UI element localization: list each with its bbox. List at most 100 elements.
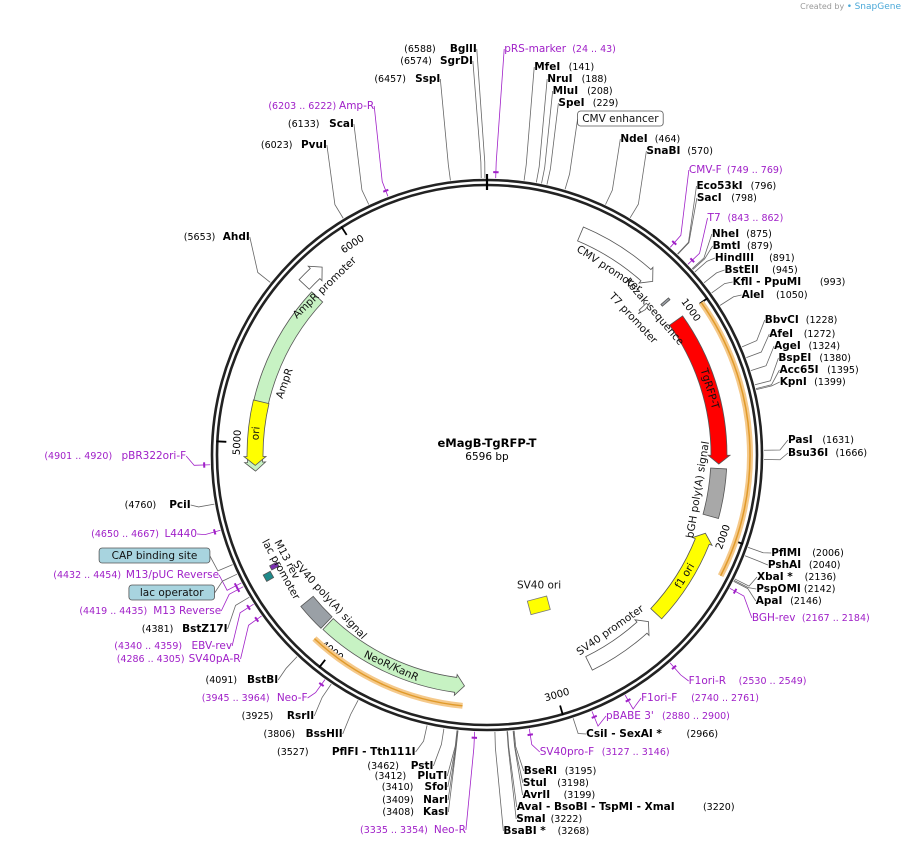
site-name: Amp-R: [339, 100, 374, 112]
leader-csii-sexai: [572, 718, 587, 735]
leader-neo-f: [307, 679, 326, 699]
leader-bspei: [754, 357, 779, 386]
site-position: (1395): [827, 365, 859, 376]
leader-bbvci: [741, 319, 766, 348]
leader-cmv-f: [669, 169, 690, 248]
primer-site-f1ori-r: [671, 664, 677, 670]
feature-arrows: [203, 171, 753, 739]
leader-mfei: [523, 66, 535, 181]
site-name: Eco53kI: [696, 180, 742, 192]
plasmid-size: 6596 bp: [465, 451, 509, 463]
primer-ebv-rev: EBV-rev(4340 .. 4359): [114, 640, 232, 652]
enzyme-nrui: NruI(188): [547, 73, 607, 85]
leader-saci: [677, 197, 698, 255]
site-position: (188): [582, 74, 608, 85]
leader-avrii: [512, 730, 523, 796]
site-position: (6133): [288, 119, 320, 130]
enzyme-ndei: NdeI(464): [620, 133, 680, 145]
primer-bgh-rev: BGH-rev(2167 .. 2184): [752, 612, 870, 624]
site-name: PluTI: [417, 770, 447, 782]
leader-alei: [719, 294, 742, 306]
site-position: (798): [731, 193, 757, 204]
leader-spei: [546, 102, 559, 185]
site-position: (3408): [382, 807, 414, 818]
site-position: (6588): [404, 44, 436, 55]
site-position: (875): [746, 229, 772, 240]
primer-site-neo-f: [318, 682, 325, 687]
leader-kasi: [447, 730, 459, 813]
leader-m13-reverse: [220, 586, 244, 612]
enzyme-agei: AgeI(1324): [774, 340, 840, 352]
feature-box-frame: [128, 584, 215, 601]
site-name: SV40pA-R: [189, 653, 241, 665]
feature-f1-ori: [650, 532, 713, 620]
site-position: (1380): [819, 353, 851, 364]
plasmid-name: eMagB-TgRFP-T: [437, 436, 536, 450]
feature-ampr-promoter: [298, 265, 323, 290]
site-name: M13/pUC Reverse: [126, 569, 219, 581]
site-position: (993): [820, 277, 846, 288]
site-name: RsrII: [287, 710, 314, 722]
site-name: PshAI: [768, 559, 801, 571]
enzyme-snabi: SnaBI(570): [646, 145, 713, 157]
leader-cap-binding-site: [209, 555, 233, 572]
site-name: HindIII: [715, 252, 754, 264]
enzyme-csii-sexai: CsiI - SexAI *(2966): [586, 728, 718, 740]
site-position: (1050): [776, 290, 808, 301]
enzyme-smai: SmaI(3222): [516, 813, 582, 825]
leader-pasi: [763, 439, 789, 451]
site-name: ApaI: [756, 595, 783, 607]
orf-arc-line-0: [700, 302, 751, 577]
site-name: StuI: [523, 777, 547, 789]
site-position: (3462): [367, 761, 399, 772]
site-position: (2006): [812, 548, 844, 559]
leader-scai: [353, 123, 370, 205]
leader-psti: [433, 728, 445, 767]
site-position: (3195): [565, 766, 597, 777]
leader-pspomi: [733, 579, 757, 590]
site-name: PspOMI: [756, 583, 801, 595]
primer-sv40pa-r: SV40pA-R(4286 .. 4305): [117, 653, 241, 665]
leader-neo-r: [465, 731, 476, 831]
enzyme-pflmi: PflMI(2006): [771, 547, 844, 559]
leader-rsrii: [313, 683, 332, 717]
site-position: (208): [587, 86, 613, 97]
enzyme-scai: ScaI(6133): [288, 118, 354, 130]
feature-sv40-poly-a-signal: [300, 595, 333, 629]
enzyme-mfei: MfeI(141): [534, 61, 594, 73]
site-position: (2740 .. 2761): [691, 693, 759, 704]
enzyme-eco53ki: Eco53kI(796): [696, 180, 776, 192]
site-name: EBV-rev: [191, 640, 232, 652]
primer-site-ebv-rev: [246, 604, 251, 611]
enzyme-bsu36i: Bsu36I(1666): [788, 447, 867, 459]
enzyme-kasi: KasI(3408): [382, 806, 448, 818]
site-name: XbaI *: [757, 571, 793, 583]
site-name: F1ori-F: [641, 692, 677, 704]
enzyme-avai-bsobi-tspmi-xmai: AvaI - BsoBI - TspMI - XmaI(3220): [517, 801, 735, 813]
primer-site-bgh-rev: [732, 588, 738, 595]
site-position: (4650 .. 4667): [91, 529, 159, 540]
enzyme-kpni: KpnI(1399): [780, 376, 846, 388]
site-name: PflFI - Tth111I: [332, 746, 416, 758]
site-position: (141): [569, 62, 595, 73]
credit-brand: SnapGene: [854, 2, 901, 12]
leader-snabi: [629, 150, 647, 219]
site-position: (3409): [382, 795, 414, 806]
site-name: SgrDI: [440, 55, 473, 67]
leader-bglii: [476, 48, 486, 179]
site-position: (2142): [804, 584, 836, 595]
credit-prefix: Created by: [800, 2, 845, 11]
site-name: Acc65I: [779, 364, 818, 376]
feature-kozak-sequence: [660, 297, 671, 307]
site-position: (2136): [805, 572, 837, 583]
feature-box-cmv-enhancer: CMV enhancer: [577, 110, 664, 127]
site-position: (3222): [551, 814, 583, 825]
enzyme-pluti: PluTI(3412): [375, 770, 448, 782]
site-name: CsiI - SexAI *: [586, 728, 662, 740]
plasmid-center-title: eMagB-TgRFP-T 6596 bp: [437, 436, 536, 463]
enzyme-bmti: BmtI(879): [713, 240, 773, 252]
site-name: Bsu36I: [788, 447, 828, 459]
snapgene-logo-icon: •: [846, 2, 853, 12]
site-name: CMV-F: [689, 164, 722, 176]
site-position: (1324): [808, 341, 840, 352]
